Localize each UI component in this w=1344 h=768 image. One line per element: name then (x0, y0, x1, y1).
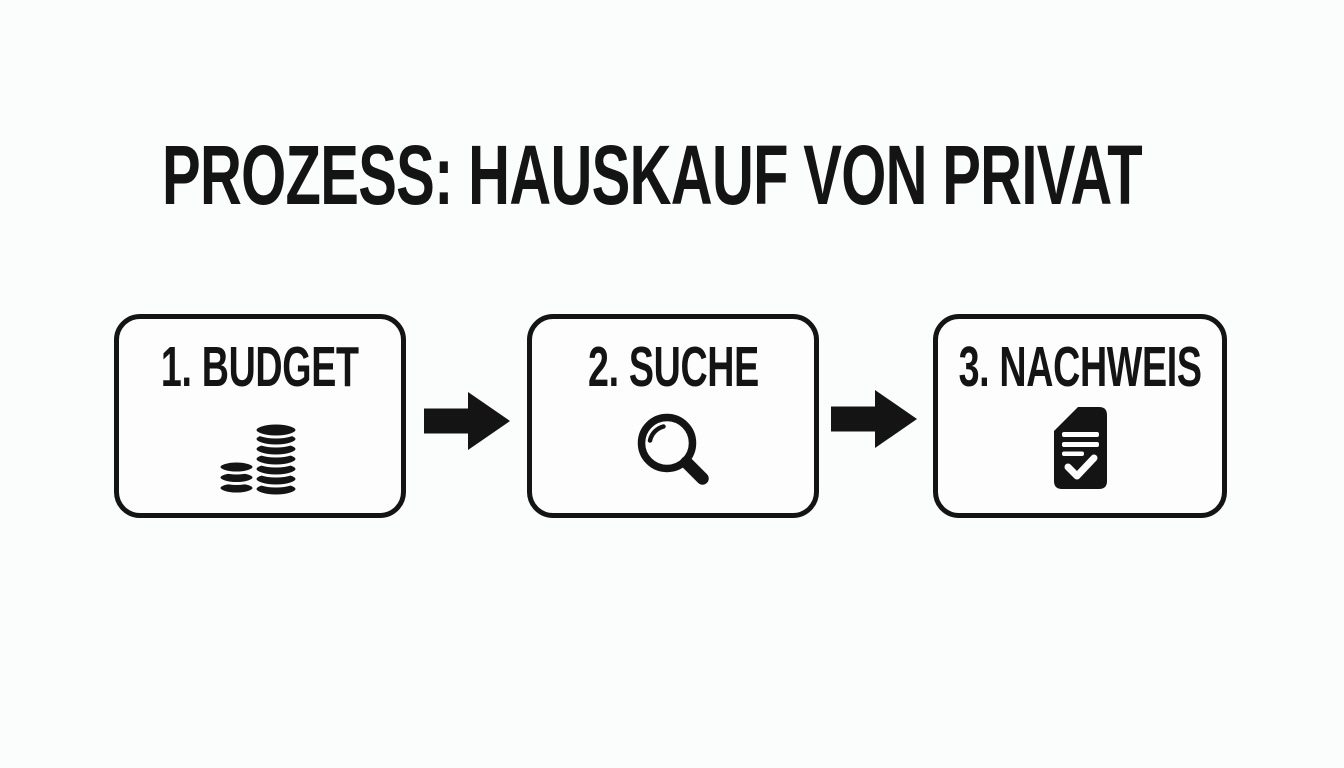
step-label-suche: 2. SUCHE (587, 335, 759, 399)
step-box-nachweis: 3. NACHWEIS (933, 314, 1227, 518)
arrow-right-icon (831, 390, 917, 448)
step-label-budget: 1. BUDGET (161, 335, 359, 399)
arrow-right-icon (424, 392, 510, 450)
step-box-budget: 1. BUDGET (114, 314, 406, 518)
coins-icon (217, 421, 299, 498)
page-title: PROZESS: HAUSKAUF VON PRIVAT (162, 128, 1143, 222)
document-check-icon (1053, 407, 1107, 489)
step-label-nachweis: 3. NACHWEIS (958, 335, 1202, 399)
search-icon (637, 413, 709, 485)
step-box-suche: 2. SUCHE (527, 314, 819, 518)
